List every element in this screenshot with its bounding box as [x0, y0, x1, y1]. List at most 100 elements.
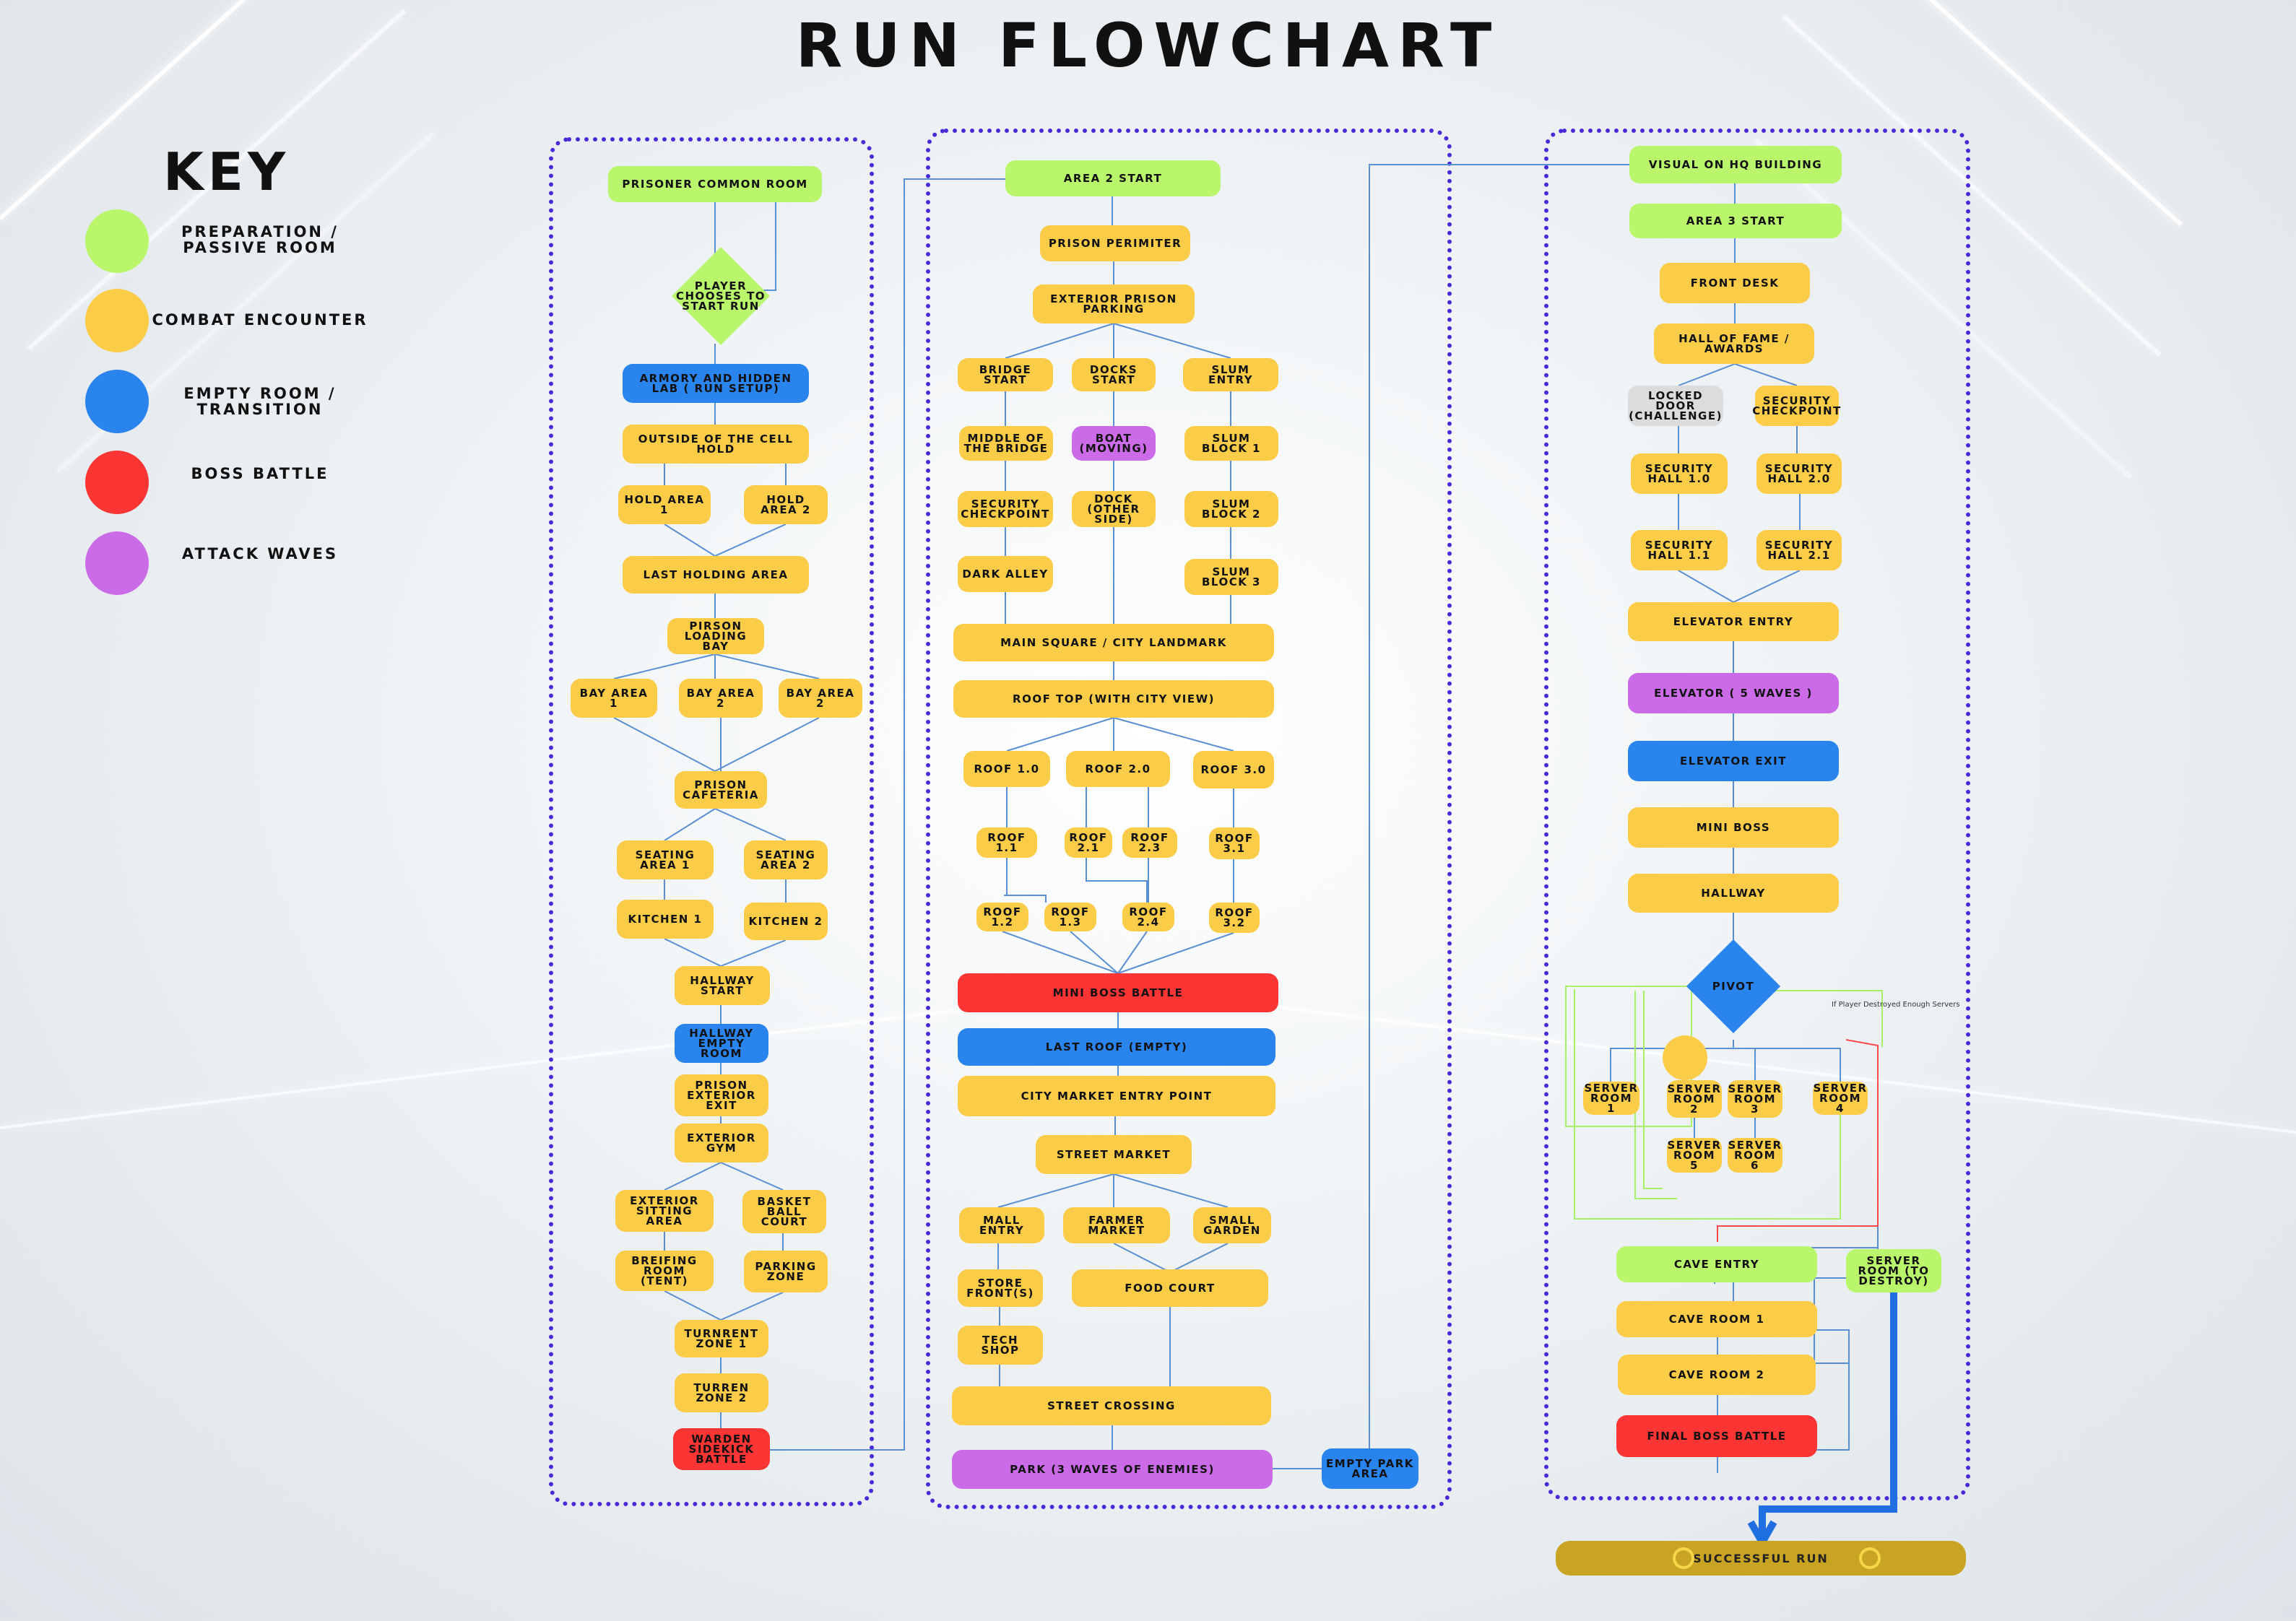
node-slum-block-3: SLUM BLOCK 3	[1184, 559, 1278, 595]
node-cave-room-2: CAVE ROOM 2	[1618, 1355, 1816, 1395]
node-food-court: FOOD COURT	[1072, 1269, 1268, 1307]
node-dark-alley: DARK ALLEY	[958, 556, 1053, 592]
node-pirson-loading-bay: PIRSON LOADING BAY	[667, 618, 764, 654]
node-kitchen-2: KITCHEN 2	[744, 903, 828, 940]
node-hall-of-fame: HALL OF FAME / AWARDS	[1654, 323, 1814, 364]
node-security-hall-1-0: SECURITY HALL 1.0	[1631, 453, 1728, 494]
node-server-room-5: SERVER ROOM 5	[1667, 1138, 1722, 1173]
node-empty-park-area: EMPTY PARK AREA	[1322, 1448, 1418, 1489]
legend-label-preparation: PREPARATION / PASSIVE ROOM	[181, 223, 339, 256]
node-elevator-exit: ELEVATOR EXIT	[1628, 741, 1839, 781]
node-city-market-entry: CITY MARKET ENTRY POINT	[958, 1076, 1275, 1116]
node-server-room-3: SERVER ROOM 3	[1728, 1080, 1782, 1118]
node-roof-2-4: ROOF 2.4	[1122, 903, 1174, 931]
node-seating-area-1: SEATING AREA 1	[617, 840, 714, 879]
node-mini-boss-a3: MINI BOSS	[1628, 807, 1839, 848]
node-server-room-6: SERVER ROOM 6	[1728, 1138, 1782, 1173]
area-1-lane	[549, 137, 874, 1506]
node-street-crossing: STREET CROSSING	[952, 1386, 1271, 1425]
node-cave-room-1: CAVE ROOM 1	[1616, 1301, 1817, 1337]
node-small-garden: SMALL GARDEN	[1193, 1207, 1271, 1243]
pivot-note: If Player Destroyed Enough Servers	[1832, 1001, 1960, 1009]
node-bay-area-3: BAY AREA 2	[779, 679, 862, 718]
node-front-desk: FRONT DESK	[1660, 263, 1810, 303]
node-security-hall-2-0: SECURITY HALL 2.0	[1756, 453, 1842, 494]
area-3-lane	[1544, 129, 1970, 1500]
node-store-fronts: STORE FRONT(S)	[958, 1269, 1043, 1307]
legend-swatch-preparation	[85, 209, 149, 273]
node-hold-area-1: HOLD AREA 1	[618, 485, 711, 524]
node-security-checkpoint-a2: SECURITY CHECKPOINT	[958, 491, 1053, 527]
node-tech-shop: TECH SHOP	[958, 1326, 1043, 1365]
node-roof-1-1: ROOF 1.1	[976, 827, 1037, 858]
node-server-room-4: SERVER ROOM 4	[1813, 1082, 1868, 1115]
node-roof-3-0: ROOF 3.0	[1193, 751, 1274, 788]
success-right-ring-icon	[1859, 1547, 1881, 1569]
node-final-boss-battle: FINAL BOSS BATTLE	[1616, 1415, 1817, 1457]
node-elevator-entry: ELEVATOR ENTRY	[1628, 602, 1839, 641]
node-prison-exterior-exit: PRISON EXTERIOR EXIT	[675, 1074, 768, 1116]
node-roof-1-2: ROOF 1.2	[976, 903, 1028, 931]
legend-label-combat: COMBAT ENCOUNTER	[152, 311, 368, 329]
node-roof-1-3: ROOF 1.3	[1044, 903, 1096, 931]
node-middle-of-bridge: MIDDLE OF THE BRIDGE	[959, 426, 1053, 461]
node-server-room-1: SERVER ROOM 1	[1583, 1082, 1639, 1115]
node-basketball-court: BASKET BALL COURT	[742, 1190, 826, 1233]
node-player-chooses-label: PLAYER CHOOSES TO START RUN	[675, 279, 766, 313]
node-area-2-start: AREA 2 START	[1005, 160, 1221, 196]
node-roof-top-city-view: ROOF TOP (WITH CITY VIEW)	[953, 680, 1274, 718]
area-2-lane	[926, 129, 1452, 1509]
node-main-square: MAIN SQUARE / CITY LANDMARK	[953, 624, 1274, 661]
node-security-checkpoint-a3: SECURITY CHECKPOINT	[1752, 386, 1840, 426]
node-cave-entry: CAVE ENTRY	[1616, 1246, 1817, 1282]
node-exterior-sitting-area: EXTERIOR SITTING AREA	[615, 1190, 714, 1232]
node-boat-moving: BOAT (MOVING)	[1072, 426, 1156, 461]
node-exterior-gym: EXTERIOR GYM	[675, 1124, 768, 1162]
node-pivot-label: PIVOT	[1712, 980, 1755, 993]
node-slum-block-2: SLUM BLOCK 2	[1184, 491, 1278, 527]
node-exterior-prison-parking: EXTERIOR PRISON PARKING	[1033, 284, 1195, 323]
node-roof-1-0: ROOF 1.0	[963, 751, 1050, 787]
node-briefing-room-tent: BREIFING ROOM (TENT)	[615, 1251, 714, 1291]
node-roof-2-0: ROOF 2.0	[1066, 751, 1170, 787]
node-hallway-a3: HALLWAY	[1628, 874, 1839, 913]
node-warden-sidekick-battle: WARDEN SIDEKICK BATTLE	[673, 1428, 770, 1470]
legend-label-attack-waves: ATTACK WAVES	[181, 545, 339, 562]
node-outside-cell-hold: OUTSIDE OF THE CELL HOLD	[623, 425, 809, 464]
node-hallway-start: HALLWAY START	[675, 966, 770, 1005]
node-successful-run: SUCCESSFUL RUN	[1556, 1541, 1966, 1576]
success-left-ring-icon	[1673, 1547, 1694, 1569]
node-visual-on-hq: VISUAL ON HQ BUILDING	[1629, 146, 1842, 183]
node-roof-3-2: ROOF 3.2	[1209, 903, 1260, 933]
node-server-room-to-destroy: SERVER ROOM (TO DESTROY)	[1846, 1249, 1941, 1292]
node-armory-hidden-lab: ARMORY AND HIDDEN LAB ( RUN SETUP)	[623, 364, 809, 403]
node-docks-start: DOCKS START	[1072, 358, 1156, 391]
node-mall-entry: MALL ENTRY	[959, 1207, 1044, 1243]
legend-swatch-empty-room	[85, 370, 149, 433]
node-farmer-market: FARMER MARKET	[1063, 1207, 1170, 1243]
legend-label-boss: BOSS BATTLE	[191, 465, 329, 482]
node-prison-cafeteria: PRISON CAFETERIA	[675, 771, 767, 809]
node-turret-zone-1: TURNRENT ZONE 1	[675, 1320, 768, 1357]
node-slum-entry: SLUM ENTRY	[1183, 358, 1278, 391]
pivot-combat-marker	[1663, 1035, 1707, 1080]
node-security-hall-2-1: SECURITY HALL 2.1	[1756, 530, 1842, 570]
node-kitchen-1: KITCHEN 1	[617, 900, 714, 939]
node-roof-2-3: ROOF 2.3	[1122, 827, 1177, 858]
node-security-hall-1-1: SECURITY HALL 1.1	[1631, 530, 1728, 570]
node-roof-2-1: ROOF 2.1	[1065, 827, 1112, 858]
node-bay-area-2: BAY AREA 2	[679, 679, 763, 718]
node-prison-perimeter: PRISON PERIMITER	[1040, 225, 1190, 261]
node-locked-door-challenge: LOCKED DOOR (CHALLENGE)	[1628, 386, 1723, 426]
legend-swatch-attack-waves	[85, 531, 149, 595]
node-server-room-2: SERVER ROOM 2	[1667, 1080, 1722, 1118]
node-seating-area-2: SEATING AREA 2	[744, 840, 828, 879]
node-park-3-waves: PARK (3 WAVES OF ENEMIES)	[952, 1450, 1273, 1489]
legend-swatch-boss	[85, 451, 149, 514]
node-bay-area-1: BAY AREA 1	[571, 679, 657, 718]
legend-swatch-combat	[85, 289, 149, 352]
page-title: RUN FLOWCHART	[795, 10, 1501, 81]
legend-title: KEY	[163, 142, 290, 202]
node-mini-boss-battle: MINI BOSS BATTLE	[958, 973, 1278, 1012]
node-prisoner-common-room: PRISONER COMMON ROOM	[608, 166, 822, 202]
